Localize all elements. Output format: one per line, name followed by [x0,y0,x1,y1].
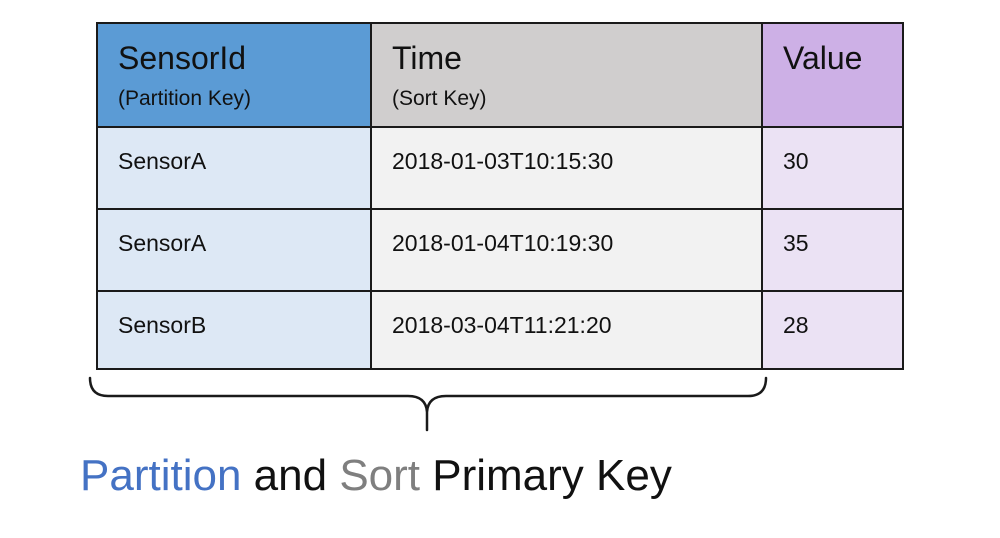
table-cell-time: 2018-03-04T11:21:20 [370,290,761,368]
cell-text: 2018-01-04T10:19:30 [392,230,614,256]
caption-partition: Partition [80,451,242,500]
curly-brace-icon [88,376,768,432]
table-cell-time: 2018-01-03T10:15:30 [370,126,761,208]
key-table: SensorId (Partition Key) Time (Sort Key)… [96,22,904,370]
caption-sort: Sort [339,451,421,500]
table-cell-value: 30 [761,126,902,208]
cell-text: 2018-01-03T10:15:30 [392,148,614,174]
cell-text: 2018-03-04T11:21:20 [392,312,612,338]
caption-and: and [253,451,328,500]
table-cell-value: 35 [761,208,902,290]
cell-text: SensorA [118,230,207,256]
header-sensorid: SensorId (Partition Key) [98,24,370,126]
table-cell-time: 2018-01-04T10:19:30 [370,208,761,290]
table-cell-sensorid: SensorA [98,208,370,290]
cell-text: SensorA [118,148,207,174]
header-time: Time (Sort Key) [370,24,761,126]
cell-text: 28 [783,312,809,338]
header-value-label: Value [783,40,863,76]
header-sensorid-label: SensorId [118,40,247,76]
table-cell-sensorid: SensorB [98,290,370,368]
header-value: Value [761,24,902,126]
caption: Partition and Sort Primary Key [80,448,672,504]
table-cell-value: 28 [761,290,902,368]
header-time-label: Time [392,40,462,76]
caption-primary-key: Primary Key [432,451,672,500]
header-sensorid-sublabel: (Partition Key) [118,87,252,110]
cell-text: 30 [783,148,809,174]
cell-text: 35 [783,230,809,256]
cell-text: SensorB [118,312,207,338]
table-cell-sensorid: SensorA [98,126,370,208]
header-time-sublabel: (Sort Key) [392,87,487,110]
